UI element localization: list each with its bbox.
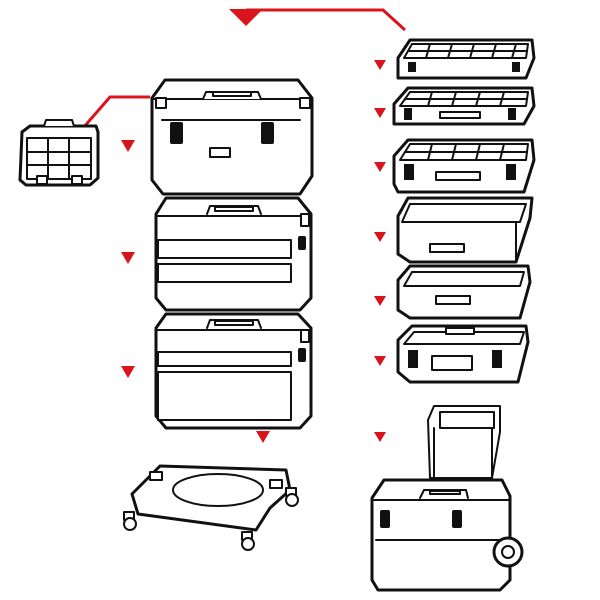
arrow-icons	[121, 60, 386, 443]
small-organizer	[18, 119, 100, 187]
arrow-icon	[256, 431, 270, 443]
arrow-icon	[374, 232, 386, 242]
large-toolbox	[150, 78, 314, 196]
one-drawer-cabinet	[154, 312, 313, 430]
connector-left	[81, 95, 150, 129]
arrow-icon	[121, 140, 135, 152]
arrow-icon	[374, 108, 386, 118]
arrow-icon	[121, 366, 135, 378]
two-drawer-cabinet	[154, 196, 313, 312]
arrow-icon	[121, 252, 135, 264]
organizer-2	[392, 138, 536, 194]
arrow-icon	[374, 356, 386, 366]
dolly	[123, 464, 299, 551]
flat-organizer	[396, 38, 536, 80]
small-box	[396, 324, 530, 384]
connector-top	[229, 8, 407, 32]
arrow-icon	[374, 432, 386, 442]
organizer-1	[392, 86, 536, 126]
arrow-icon	[374, 60, 386, 70]
arrow-icon	[374, 162, 386, 172]
open-tray-deep	[396, 196, 534, 264]
caster	[123, 487, 299, 551]
arrow-icon	[374, 296, 386, 306]
open-tray-shallow	[396, 264, 532, 320]
mobile-cart	[370, 405, 524, 592]
